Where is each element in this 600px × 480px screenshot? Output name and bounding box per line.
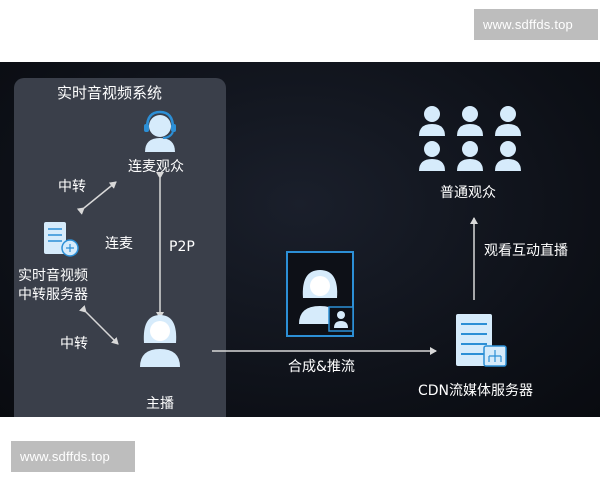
headset-user-icon <box>144 110 176 152</box>
relay-top-label: 中转 <box>58 179 86 195</box>
relay-bottom-label: 中转 <box>60 336 88 352</box>
relay-bottom-arrow <box>78 304 119 345</box>
relay-server-label-line1: 实时音视频 <box>18 268 88 284</box>
host-label: 主播 <box>146 396 174 412</box>
cdn-server-icon <box>456 314 507 367</box>
composited-video-icon <box>286 251 354 337</box>
watermark-bottom: www.sdffds.top <box>11 441 135 472</box>
mic-audience-label: 连麦观众 <box>128 159 184 175</box>
p2p-label: P2P <box>169 239 195 255</box>
panel-title: 实时音视频系统 <box>57 84 163 102</box>
audience-group-icon <box>419 106 521 171</box>
relay-server-label-line2: 中转服务器 <box>18 287 88 303</box>
compose-push-label: 合成&推流 <box>288 359 355 375</box>
watermark-top: www.sdffds.top <box>474 9 598 40</box>
cdn-server-label: CDN流媒体服务器 <box>418 383 534 399</box>
relay-top-arrow <box>76 181 117 215</box>
diagram-graphics <box>44 106 521 367</box>
general-audience-label: 普通观众 <box>440 185 496 201</box>
host-woman-icon <box>140 315 180 367</box>
lianmai-label: 连麦 <box>105 236 133 252</box>
watch-interactive-label: 观看互动直播 <box>484 243 568 259</box>
relay-server-icon <box>44 222 79 257</box>
diagram-canvas: 实时音视频系统 连麦观众 中转 连麦 P2P 实时音视频 中转服务器 中转 主播… <box>0 62 600 417</box>
